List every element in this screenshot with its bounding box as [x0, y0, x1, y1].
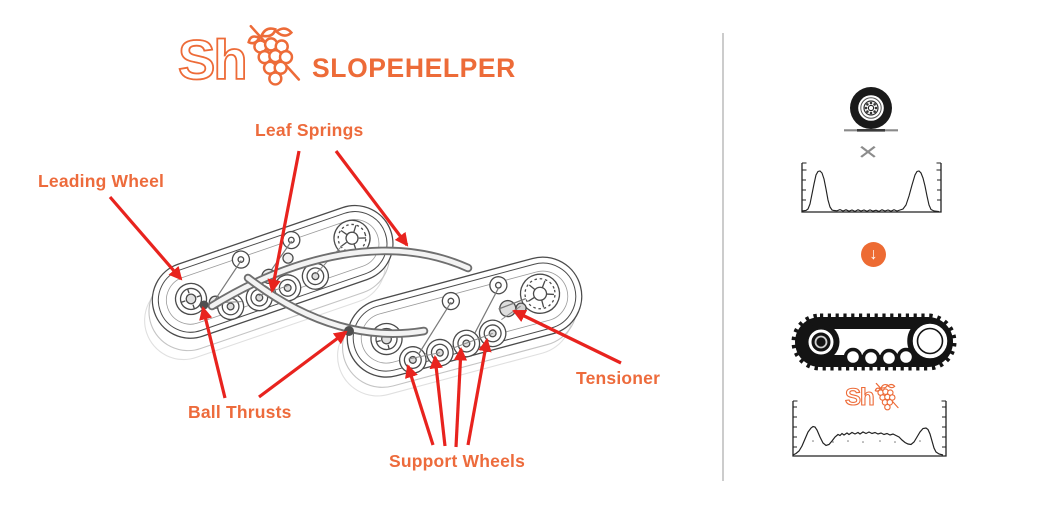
- right-track-unit: [337, 256, 583, 397]
- right-sprocket: [519, 273, 561, 314]
- arrow-support-wheel-2: [429, 354, 447, 447]
- arrow-leaf-springs-2: [334, 150, 409, 247]
- mini-brand-monogram: Sh: [845, 384, 874, 411]
- ball-thrust-bearing: [344, 326, 354, 336]
- leaf-springs: [199, 246, 473, 338]
- tire-icon: [844, 87, 898, 132]
- track-undercarriage-drawing: [108, 150, 622, 448]
- vertical-divider: [722, 33, 724, 481]
- label-ball-thrusts: Ball Thrusts: [188, 402, 292, 422]
- arrow-leaf-springs-1: [267, 150, 301, 293]
- label-leaf-springs: Leaf Springs: [255, 120, 364, 140]
- brand-monogram: Sh: [178, 28, 246, 89]
- label-leading-wheel: Leading Wheel: [38, 171, 165, 191]
- down-arrow-icon: ↓: [861, 242, 886, 267]
- track-sprocket: [802, 323, 840, 361]
- track-rollers: [843, 347, 916, 368]
- arrow-tensioner: [512, 309, 622, 365]
- brand-wordmark: SLOPEHELPER: [312, 53, 516, 83]
- comparison-panel: Sh: [723, 0, 1043, 515]
- callout-arrows: [108, 150, 622, 448]
- track-pressure-plot: [792, 400, 947, 457]
- track-idler: [907, 318, 953, 364]
- label-support-wheels: Support Wheels: [389, 451, 525, 471]
- multiply-icon: ×: [857, 138, 879, 167]
- label-tensioner: Tensioner: [576, 368, 661, 388]
- arrow-support-wheel-1: [405, 364, 435, 446]
- wheel-pressure-plot: [801, 162, 942, 213]
- brand-logo: Sh: [177, 24, 301, 89]
- down-arrow-glyph: ↓: [869, 246, 878, 263]
- track-icon: [791, 313, 957, 371]
- arrow-support-wheel-3: [453, 346, 468, 448]
- leading-wheel: [174, 282, 208, 316]
- mini-brand-logo: Sh: [845, 382, 899, 411]
- arrow-ball-thrusts-1: [199, 306, 227, 399]
- arrow-support-wheel-4: [466, 338, 492, 446]
- arrow-ball-thrusts-2: [258, 330, 348, 399]
- arrow-leading-wheel: [108, 195, 183, 281]
